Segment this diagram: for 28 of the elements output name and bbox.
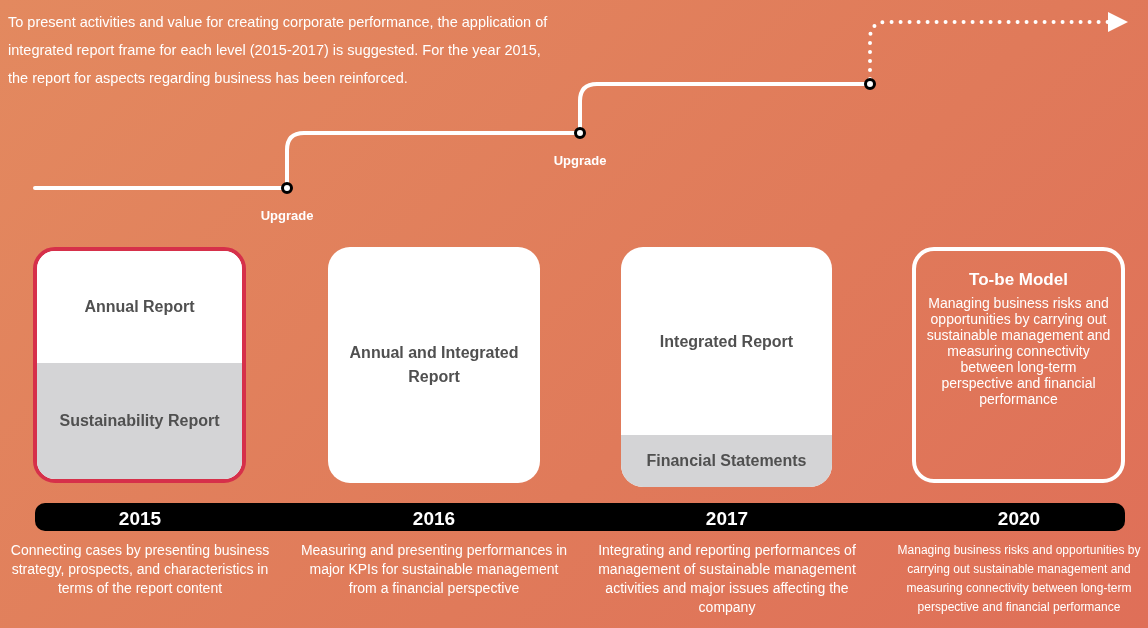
report-card: [621, 247, 832, 487]
report-title: Annual and Integrated Report: [348, 343, 520, 387]
model-card: [912, 247, 1125, 483]
stage-description: Connecting cases by presenting business strategy, prospects, and characteristics in terms of the report content: [9, 541, 271, 598]
report-title: Sustainability Report: [59, 411, 220, 431]
upgrade-label: Upgrade: [259, 207, 315, 225]
intro-paragraph: To present activities and value for creating corporate performance, the application of integrated report frame for each level (2015-2017) is suggested. For the year 2015, the report for aspects regarding business has been reinforced.: [8, 13, 548, 88]
model-title: To-be Model: [969, 269, 1068, 291]
year-label: 2015: [117, 507, 163, 531]
report-card: [328, 247, 540, 483]
year-label: 2017: [704, 507, 750, 531]
step-line: [285, 131, 577, 185]
report-card: [33, 247, 246, 483]
report-band: [621, 435, 832, 487]
dotted-arrow: [868, 12, 1128, 81]
report-band: [37, 363, 242, 479]
report-title: Financial Statements: [646, 451, 807, 471]
year-label: 2020: [996, 507, 1042, 531]
upgrade-label: Upgrade: [552, 152, 608, 170]
stage-description: Managing business risks and opportunities by carrying out sustainable management and measuring connectivity between long-term perspective and financial performance: [896, 542, 1142, 616]
year-label: 2016: [411, 507, 457, 531]
report-title: Integrated Report: [659, 332, 794, 352]
stage-description: Measuring and presenting performances in major KPIs for sustainable management from a financial perspective: [299, 541, 569, 598]
stage-description: Integrating and reporting performances of management of sustainable management activities and major issues affecting the company: [597, 541, 857, 617]
step-line: [578, 82, 867, 130]
step-line: [33, 186, 284, 190]
model-description: Managing business risks and opportunities by carrying out sustainable management and measuring connectivity between long-term perspective and financial performance: [926, 294, 1111, 408]
report-title: Annual Report: [84, 297, 195, 317]
